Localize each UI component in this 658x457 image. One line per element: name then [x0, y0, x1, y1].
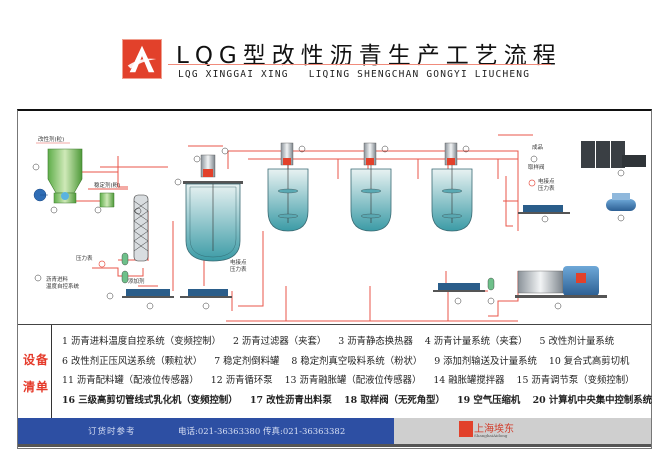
equipment-list: 1 沥青进料温度自控系统（变频控制） 2 沥青过滤器（夹套） 3 沥青静态换热器…	[62, 333, 652, 411]
heat-exchanger-column	[133, 194, 149, 262]
equipment-row: 16 三级高剪切管线式乳化机（变频控制） 17 改性沥青出料泵 18 取样阀（无…	[62, 392, 652, 412]
equipment-item: 10 复合式高剪切机	[548, 355, 630, 367]
equipment-item: 13 沥青融胀罐（配液位传感器）	[284, 375, 422, 386]
equipment-item: 3 沥青静态换热器	[338, 336, 413, 347]
equipment-item: 4 沥青计量系统（夹套）	[424, 336, 528, 347]
logo-a-icon	[127, 45, 157, 73]
batching-tank-3	[431, 142, 473, 232]
label-motor-pressure-right-1: 电接点	[538, 177, 555, 185]
order-note: 订货时参考	[88, 427, 136, 437]
equipment-item: 5 改性剂计量系统	[539, 336, 615, 347]
title-divider	[168, 64, 551, 65]
label-motor-pressure-right-2: 压力表	[538, 184, 555, 192]
circulation-pump: 电接点 压力表	[180, 258, 247, 298]
high-shear-emulsifier	[515, 266, 607, 298]
label-line-2: 清单	[23, 380, 50, 394]
equipment-row: 6 改性剂正压风送系统（颗粒状） 7 稳定剂倒料罐 8 稳定剂真空吸料系统（粉状…	[62, 353, 652, 373]
label-line-1: 设备	[23, 353, 50, 367]
equipment-item: 12 沥青循环泵	[210, 375, 273, 386]
fax-number: 传真:021-36363382	[263, 427, 346, 437]
equipment-item: 15 沥青调节泵（变频控制）	[516, 375, 635, 386]
subtitle-right: LIQING SHENGCHAN GONGYI LIUCHENG	[308, 69, 531, 80]
equipment-item: 18 取样阀（无死角型）	[344, 394, 445, 406]
diagram-frame	[17, 109, 652, 449]
equipment-item: 9 添加剂输送及计量系统	[434, 355, 537, 367]
air-compressor	[606, 193, 636, 211]
equipment-item: 17 改性沥青出料泵	[249, 394, 332, 406]
equipment-item: 19 空气压缩机	[457, 394, 521, 406]
additive-pump: 添加剂	[122, 277, 174, 298]
asphalt-filters: 压力表 沥青进料 温度自控系统	[34, 252, 129, 290]
label-sampling-valve: 取样阀	[528, 163, 545, 171]
label-stabilizer-powder: 稳定剂(粉)	[94, 181, 120, 189]
process-flow-svg: 改性剂(粒) 稳定剂(粉) 压力表 沥青进料 温度自控系统	[32, 134, 646, 322]
equipment-item: 20 计算机中央集中控制系统	[532, 394, 652, 406]
page-subtitle: LQG XINGGAI XING LIQING SHENGCHAN GONGYI …	[178, 69, 550, 80]
equipment-item: 8 稳定剂真空吸料系统（粉状）	[291, 355, 423, 367]
brand-name-cn: 上海埃东	[474, 424, 514, 435]
equipment-item: 16 三级高剪切管线式乳化机（变频控制）	[62, 394, 238, 406]
equipment-list-label: 设备 清单	[18, 325, 52, 422]
label-motor-pressure-1: 电接点	[230, 258, 247, 266]
control-system	[581, 141, 646, 168]
equipment-item: 1 沥青进料温度自控系统（变频控制）	[62, 336, 221, 347]
pipework	[63, 134, 533, 322]
mini-logo-icon	[459, 421, 473, 437]
footer-shadow	[18, 444, 651, 447]
adjustment-pump	[518, 205, 570, 214]
equipment-row: 11 沥青配料罐（配液位传感器） 12 沥青循环泵 13 沥青融胀罐（配液位传感…	[62, 372, 652, 392]
pressure-gauge-icon	[98, 260, 106, 268]
equipment-item: 2 沥青过滤器（夹套）	[232, 336, 327, 347]
equipment-row: 1 沥青进料温度自控系统（变频控制） 2 沥青过滤器（夹套） 3 沥青静态换热器…	[62, 333, 652, 353]
label-motor-pressure-2: 压力表	[230, 265, 247, 273]
label-pressure-gauge: 压力表	[76, 254, 93, 262]
label-temp-control: 温度自控系统	[46, 282, 80, 290]
label-additive: 添加剂	[128, 277, 145, 285]
outlet-pump	[433, 277, 495, 292]
label-asphalt-feed: 沥青进料	[46, 275, 69, 283]
equipment-item: 7 稳定剂倒料罐	[214, 355, 280, 367]
batching-tank-2	[350, 142, 392, 232]
callout-numbers	[32, 145, 625, 310]
equipment-item: 6 改性剂正压风送系统（颗粒状）	[62, 355, 203, 367]
label-product: 成品	[532, 143, 544, 151]
high-shear-mixer-tank	[183, 154, 243, 262]
footer-brand: 上海埃东 ShanghaiAidong	[394, 418, 651, 444]
modifier-hopper: 改性剂(粒)	[33, 135, 83, 204]
pressure-gauge-icon	[528, 179, 536, 187]
label-modifier-granular: 改性剂(粒)	[38, 135, 64, 143]
phone-number: 电话:021-36363380	[178, 427, 261, 437]
equipment-item: 14 融胀罐搅拌器	[433, 375, 505, 386]
process-flow-diagram: 改性剂(粒) 稳定剂(粉) 压力表 沥青进料 温度自控系统	[18, 111, 651, 324]
brand-name-en: ShanghaiAidong	[474, 433, 508, 438]
section-divider	[18, 324, 651, 325]
stabilizer-tank: 稳定剂(粉)	[94, 181, 120, 208]
product-outlet: 成品 取样阀 电接点 压力表	[528, 143, 555, 192]
company-logo	[122, 39, 162, 79]
blower-icon	[33, 188, 48, 202]
batching-tank-1	[267, 142, 309, 232]
footer-bar: 订货时参考 电话:021-36363380 传真:021-36363382 上海…	[18, 418, 651, 444]
subtitle-left: LQG XINGGAI XING	[178, 69, 289, 80]
equipment-item: 11 沥青配料罐（配液位传感器）	[62, 375, 199, 386]
